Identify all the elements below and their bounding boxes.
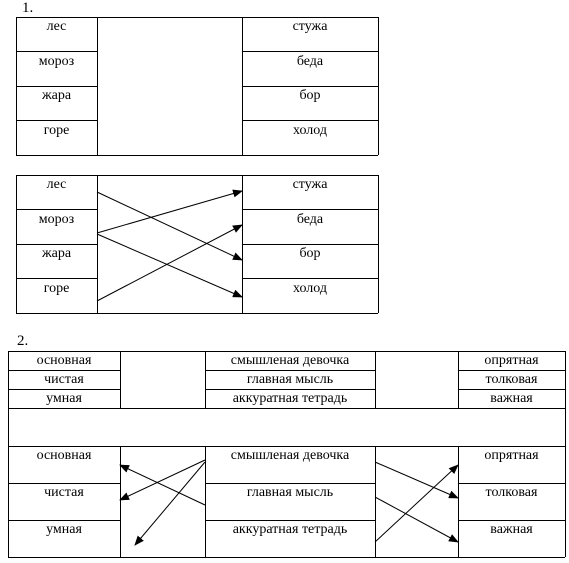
word-opryatnaya: опрятная: [484, 448, 539, 463]
phrase-glavnaya-mysl: главная мысль: [246, 372, 334, 387]
arrow-glavnaya-vazhnaya: [374, 496, 459, 543]
arrow-akkuratnaya-opryatnaya: [374, 464, 459, 543]
word-moroz: мороз: [38, 212, 75, 227]
task-2-number: 2.: [17, 333, 29, 349]
word-osnovnaya: основная: [36, 353, 92, 368]
word-vazhnaya: важная: [490, 522, 533, 537]
word-vazhnaya: важная: [490, 391, 533, 406]
word-stuzha: стужа: [292, 177, 328, 192]
word-umnaya: умная: [46, 522, 82, 537]
task-1-number: 1.: [22, 0, 34, 16]
word-kholod: холод: [293, 281, 327, 296]
word-les: лес: [46, 19, 67, 34]
phrase-smyshlenaya-devochka: смышленая девочка: [230, 353, 350, 368]
phrase-glavnaya-mysl: главная мысль: [246, 485, 334, 500]
phrase-akkuratnaya-tetrad: аккуратная тетрадь: [232, 391, 348, 406]
word-chistaya: чистая: [44, 372, 84, 387]
word-les: лес: [46, 177, 67, 192]
word-zhara: жара: [41, 88, 72, 103]
word-gore: горе: [43, 123, 70, 138]
word-opryatnaya: опрятная: [484, 353, 539, 368]
word-umnaya: умная: [46, 391, 82, 406]
arrow-gore-beda: [96, 224, 243, 302]
word-gore: горе: [43, 281, 70, 296]
word-tolkovaya: толковая: [485, 372, 538, 387]
word-chistaya: чистая: [44, 485, 84, 500]
arrow-smyshlenaya-umnaya: [119, 459, 206, 501]
arrow-glavnaya-osnovnaya: [119, 464, 206, 506]
word-bor: бор: [299, 246, 321, 261]
arrow-les-bor: [96, 191, 243, 261]
word-tolkovaya: толковая: [485, 485, 538, 500]
word-osnovnaya: основная: [36, 448, 92, 463]
phrase-smyshlenaya-devochka: смышленая девочка: [230, 448, 350, 463]
phrase-akkuratnaya-tetrad: аккуратная тетрадь: [232, 522, 348, 537]
word-stuzha: стужа: [292, 19, 328, 34]
word-moroz: мороз: [38, 54, 75, 69]
word-kholod: холод: [293, 123, 327, 138]
arrow-akkuratnaya-chistaya: [134, 461, 206, 546]
arrow-zhara-kholod: [96, 233, 243, 298]
word-bor: бор: [299, 88, 321, 103]
word-zhara: жара: [41, 246, 72, 261]
word-beda: беда: [296, 54, 324, 69]
word-beda: беда: [296, 212, 324, 227]
arrow-smyshlenaya-tolkovaya: [374, 461, 459, 499]
arrow-moroz-stuzha: [96, 189, 243, 234]
